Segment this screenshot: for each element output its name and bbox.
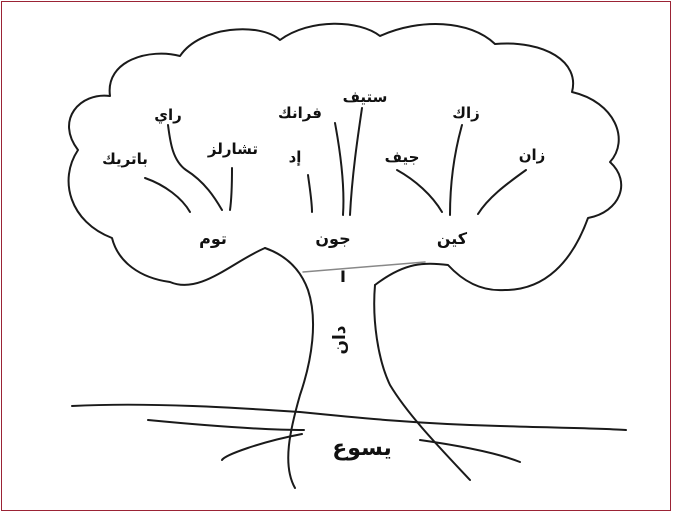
label-root: يسوع <box>332 436 391 461</box>
root-line-lower-right <box>419 439 521 463</box>
label-ray: راي <box>154 106 182 125</box>
separator-line <box>302 261 426 273</box>
root-line-left-far <box>147 419 305 431</box>
label-charles: تشارلز <box>207 140 258 158</box>
label-jon: جون <box>315 229 350 248</box>
twig-ed <box>307 174 313 213</box>
twig-patrick <box>144 177 191 213</box>
twig-zak <box>449 124 463 216</box>
twig-steve <box>349 107 363 216</box>
trunk-right-edge <box>373 284 471 481</box>
canopy-outline <box>67 22 622 292</box>
trunk-left-edge <box>264 247 315 489</box>
label-steve: ستيف <box>343 88 388 106</box>
label-zak: زاك <box>452 104 480 122</box>
twig-charles <box>229 167 233 211</box>
label-trunk-mark: I <box>340 267 346 286</box>
label-jeff: جيف <box>385 148 420 166</box>
root-line-lower-left <box>221 433 303 461</box>
label-trunk: دان <box>330 325 350 354</box>
ground-line <box>71 403 627 431</box>
label-patrick: باتريك <box>102 150 148 168</box>
label-ed: إد <box>289 148 302 166</box>
twig-ray <box>167 124 223 211</box>
twig-jeff <box>396 169 443 213</box>
twig-frank <box>334 122 345 216</box>
label-ken: كين <box>437 229 468 248</box>
label-tom: توم <box>199 229 227 248</box>
twig-zan <box>477 169 527 215</box>
label-frank: فرانك <box>278 104 322 122</box>
label-zan: زان <box>519 146 546 164</box>
